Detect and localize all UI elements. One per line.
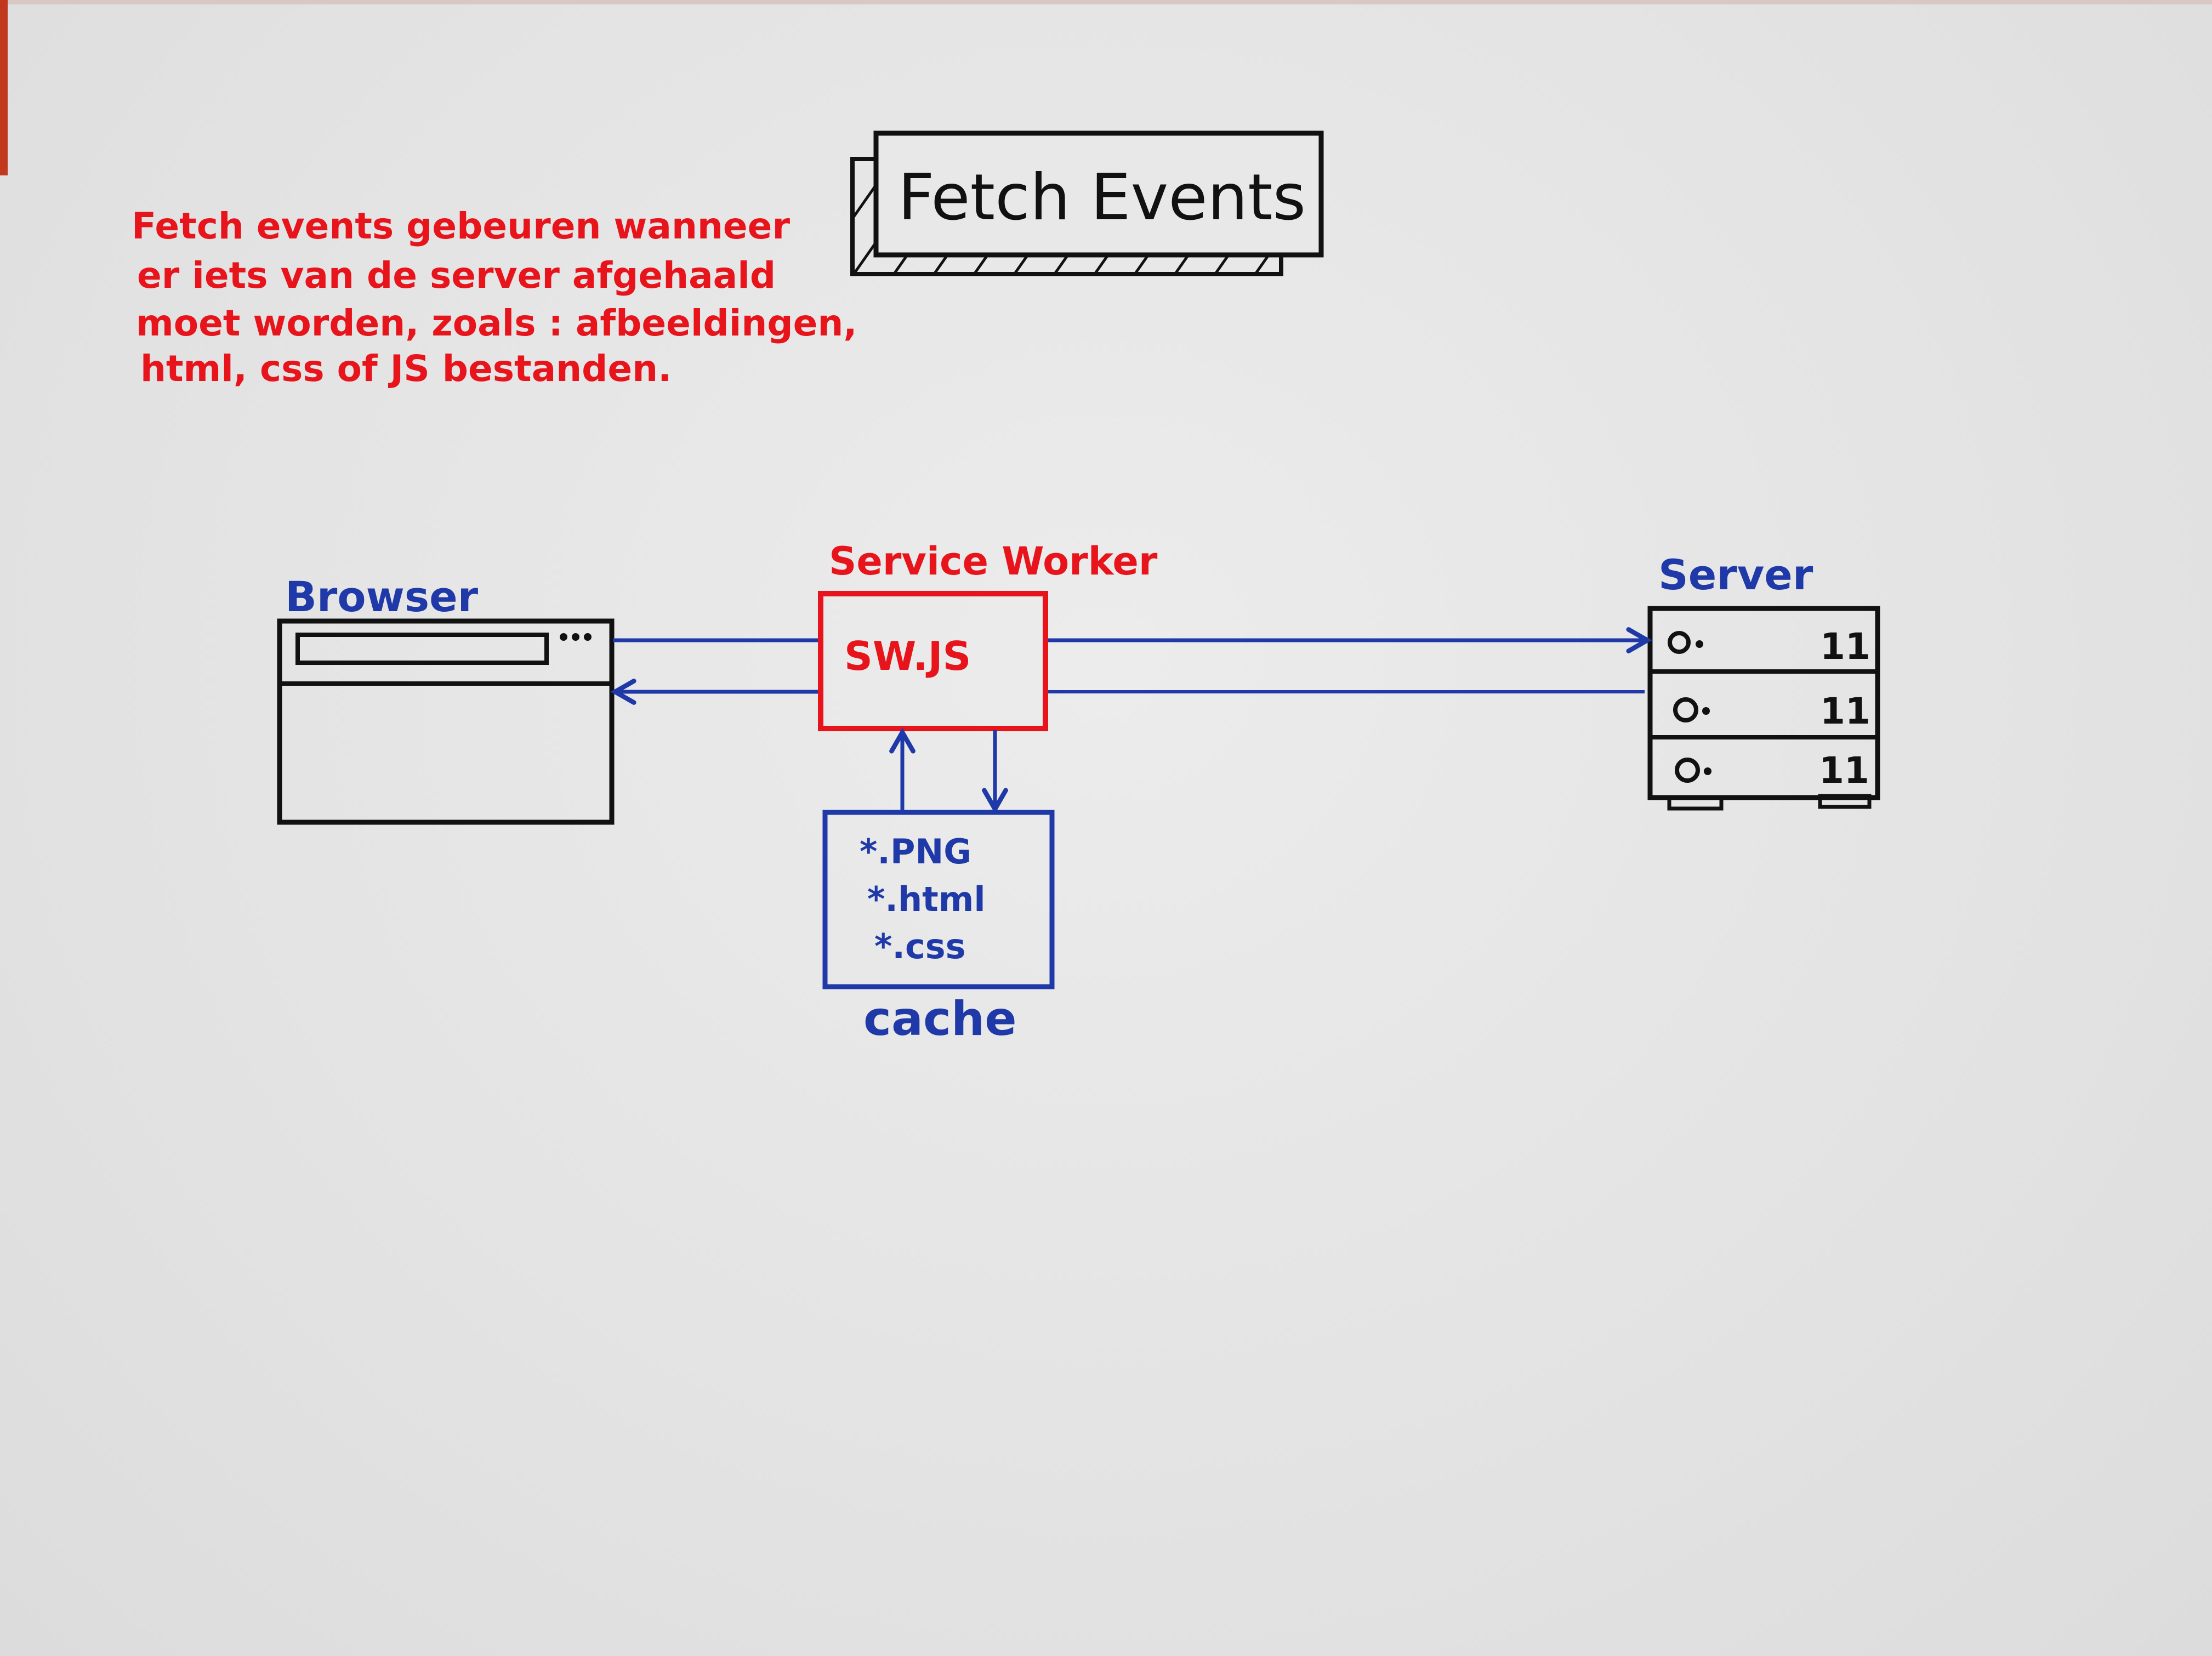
note-block: Fetch events gebeuren wanneer er iets va… [132,205,857,390]
browser-address-bar [295,633,549,665]
cache-box [822,810,1055,989]
note-line-2: er iets van de server afgehaald [137,254,776,297]
title-box: Fetch Events [850,130,1324,276]
service-worker-label: Service Worker [829,539,1158,584]
server-rack-frame [1647,606,1880,800]
server-unit-mark: 11 [1820,625,1870,668]
browser-label: Browser [285,572,479,621]
server-led-icon [1702,707,1710,715]
title-box-frame [873,130,1324,258]
note-line-3: moet worden, zoals : afbeeldingen, [136,302,857,344]
server-node: Server 11 11 11 [1647,550,1880,811]
server-foot [1818,794,1872,809]
browser-node: Browser [277,572,615,825]
server-unit-mark: 11 [1820,690,1870,732]
server-unit-mark: 11 [1819,749,1869,792]
server-power-icon [1668,631,1691,654]
paper-top-edge [0,0,2212,4]
server-label: Server [1658,550,1813,599]
server-led-icon [1704,767,1711,775]
cache-label: cache [863,992,1017,1046]
title-text: Fetch Events [898,161,1306,235]
browser-dot-icon [560,633,567,641]
server-foot [1667,795,1724,811]
note-line-1: Fetch events gebeuren wanneer [132,205,790,247]
server-led-icon [1696,640,1703,648]
browser-dot-icon [572,633,579,641]
flow-arrows [610,627,1652,814]
cache-node: *.PNG *.html *.css cache [822,810,1055,1046]
service-worker-box [818,591,1048,731]
cache-item: *.PNG [860,832,971,872]
server-power-icon [1673,697,1698,722]
browser-dot-icon [584,633,592,641]
note-line-4: html, css of JS bestanden. [140,348,672,390]
paper-left-edge [0,0,8,175]
server-power-icon [1675,758,1700,783]
service-worker-node: Service Worker SW.JS [818,539,1158,731]
cache-item: *.html [867,879,986,919]
cache-item: *.css [874,926,966,966]
service-worker-file: SW.JS [844,633,971,679]
browser-window-frame [277,618,615,825]
